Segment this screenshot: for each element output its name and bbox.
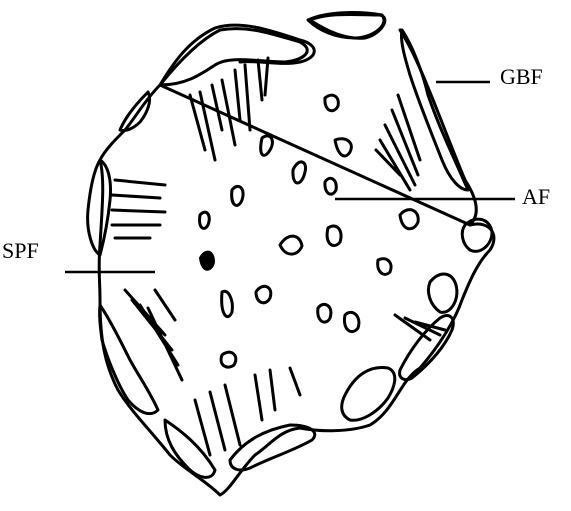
right-bulge	[426, 272, 459, 314]
left-plate	[86, 158, 112, 257]
outer-outline	[97, 12, 496, 497]
right-small-lobe	[460, 217, 494, 253]
fiber-lower-left-group	[123, 288, 184, 382]
gbf-label: GBF	[500, 64, 543, 89]
fiber-bottom-group	[193, 366, 302, 457]
bottom-left-lobe	[98, 303, 160, 416]
fiber-right-group	[374, 93, 422, 192]
bottom-lobe-c	[340, 365, 397, 422]
right-plate	[400, 28, 470, 192]
top-right-lobe	[306, 11, 386, 40]
solid-blob	[198, 250, 216, 271]
left-diamond	[118, 90, 152, 132]
scattered-cells	[198, 93, 420, 369]
fiber-right-lower-group	[393, 313, 447, 342]
right-lower-lobe	[398, 314, 455, 382]
fiber-left-group	[110, 178, 167, 240]
af-label: AF	[522, 184, 551, 209]
spf-label: SPF	[2, 238, 39, 263]
fiber-top-group	[188, 56, 270, 162]
top-lobe	[158, 27, 309, 87]
bottom-lobe-b	[228, 423, 317, 472]
bottom-lobe-a	[163, 418, 217, 479]
